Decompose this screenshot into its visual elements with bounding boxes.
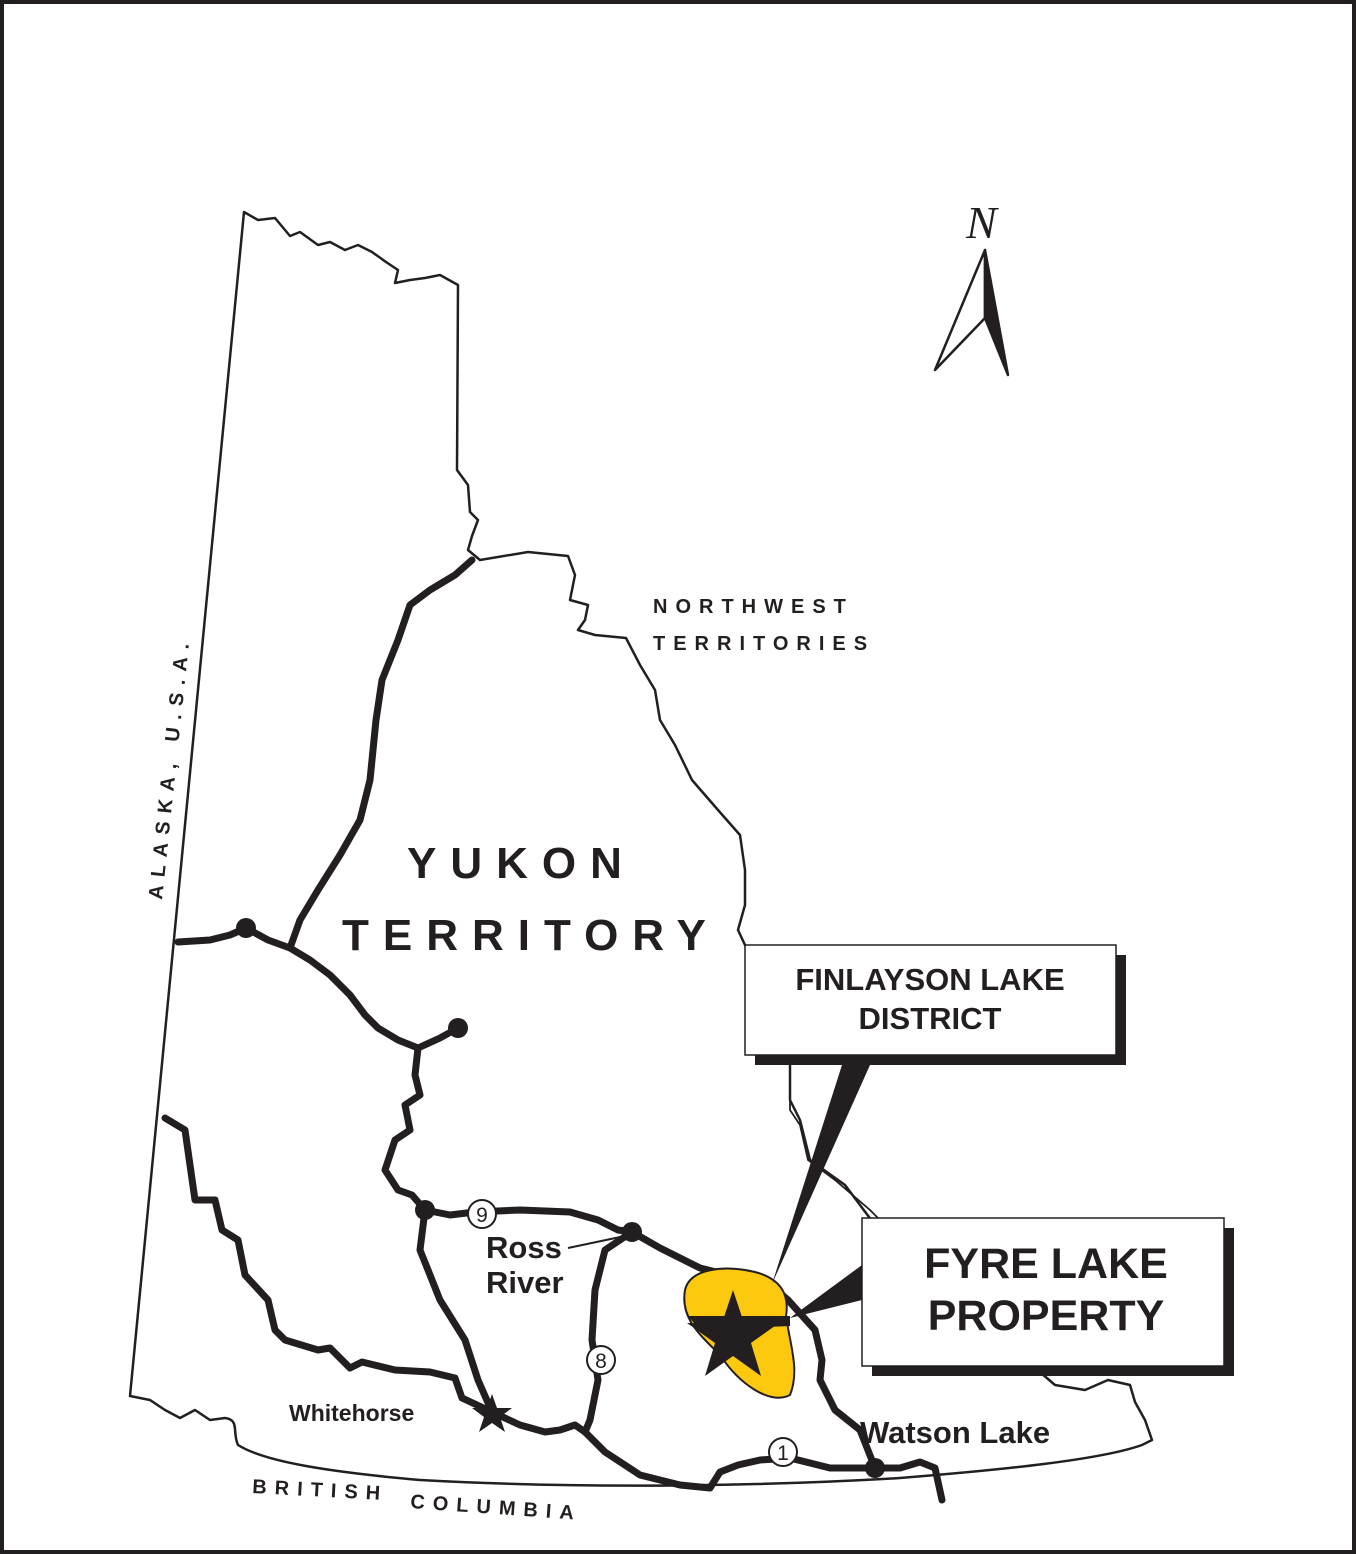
district-callout-pointer	[772, 1065, 870, 1284]
district-callout: FINLAYSON LAKE DISTRICT	[744, 944, 1126, 1065]
property-callout: FYRE LAKE PROPERTY	[861, 1217, 1234, 1376]
town-dot-watson-lake	[865, 1458, 885, 1478]
town-dot-spur	[448, 1018, 468, 1038]
north-arrow: N	[933, 197, 1010, 377]
district-callout-line2: DISTRICT	[859, 1001, 1002, 1036]
finlayson-boundary	[789, 1060, 886, 1226]
alaska-label: ALASKA, U.S.A.	[145, 634, 195, 900]
property-callout-pointer	[790, 1265, 862, 1318]
north-label: N	[965, 197, 999, 248]
klondike-highway-south	[416, 1206, 496, 1416]
yukon-label-line2: TERRITORY	[342, 911, 720, 960]
route-1-number: 1	[777, 1442, 789, 1465]
route-9-number: 9	[476, 1204, 488, 1227]
northwest-territories-label-line1: NORTHWEST	[653, 596, 854, 618]
route-9-highway	[421, 1206, 879, 1472]
watson-lake-label: Watson Lake	[860, 1415, 1050, 1450]
route-8-shield: 8	[586, 1345, 616, 1375]
yukon-boundary	[128, 210, 1154, 1487]
british-columbia-label-part2: COLUMBIA	[410, 1491, 583, 1525]
fyre-lake-star-icon	[687, 1290, 779, 1376]
yukon-label-line1: YUKON	[407, 839, 636, 888]
route-9-shield: 9	[467, 1199, 497, 1229]
whitehorse-label: Whitehorse	[289, 1400, 414, 1426]
route-1-shield: 1	[768, 1437, 798, 1467]
ross-river-label-line1: Ross	[486, 1230, 562, 1265]
central-highway	[381, 1044, 429, 1214]
northwest-territories-label-line2: TERRITORIES	[653, 633, 875, 655]
property-callout-line2: PROPERTY	[928, 1292, 1165, 1340]
route-8-number: 8	[595, 1350, 607, 1373]
district-callout-line1: FINLAYSON LAKE	[795, 962, 1064, 997]
town-dot-ross-river	[622, 1222, 642, 1242]
ross-river-label-line2: River	[486, 1265, 564, 1300]
town-dot-junction	[415, 1200, 435, 1220]
british-columbia-label-part1: BRITISH	[252, 1476, 389, 1505]
town-dots	[236, 918, 885, 1478]
western-highway	[174, 924, 422, 1052]
ross-river-leader	[567, 1235, 626, 1249]
whitehorse-star-icon	[472, 1394, 512, 1432]
route-8-highway	[581, 1228, 636, 1436]
property-callout-line1: FYRE LAKE	[924, 1240, 1168, 1288]
town-dot-west	[236, 918, 256, 938]
location-map: N 9 8 1	[128, 197, 1234, 1525]
northern-highway	[286, 556, 476, 952]
